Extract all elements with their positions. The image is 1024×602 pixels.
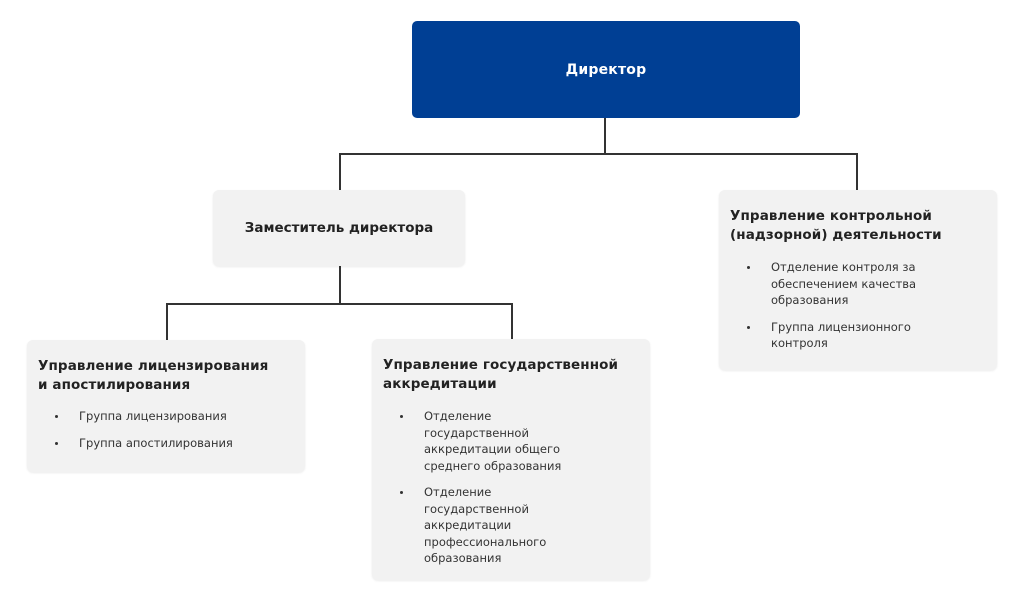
licensing-dept-title: Управление лицензирования и апостилирова… [38, 358, 269, 393]
list-item: Группа лицензионного контроля [730, 319, 959, 352]
control-dept-items: Отделение контроля за обеспечением качес… [730, 259, 987, 352]
list-item: Отделение контроля за обеспечением качес… [730, 259, 959, 309]
bullet-icon [400, 491, 403, 494]
list-item: Группа апостилирования [38, 435, 295, 452]
bullet-icon [747, 266, 750, 269]
control-dept-node: Управление контрольной (надзорной) деяте… [719, 190, 997, 370]
director-node: Директор [412, 21, 800, 118]
list-item: Группа лицензирования [38, 408, 295, 425]
bullet-icon [55, 441, 58, 445]
bullet-icon [747, 325, 750, 329]
accreditation-dept-title: Управление государственной аккредитации [383, 357, 619, 392]
list-item: Отделение государственной аккредитации п… [383, 484, 580, 567]
licensing-dept-node: Управление лицензирования и апостилирова… [27, 340, 305, 472]
director-title: Директор [565, 61, 647, 78]
deputy-title: Заместитель директора [244, 220, 434, 236]
licensing-dept-items: Группа лицензирования Группа апостилиров… [38, 408, 295, 451]
accreditation-dept-items: Отделение государственной аккредитации о… [383, 408, 640, 567]
deputy-node: Заместитель директора [213, 190, 465, 266]
control-dept-title: Управление контрольной (надзорной) деяте… [730, 208, 942, 243]
bullet-icon [400, 415, 403, 418]
bullet-icon [55, 415, 58, 418]
list-item: Отделение государственной аккредитации о… [383, 408, 580, 474]
accreditation-dept-node: Управление государственной аккредитации … [372, 339, 650, 580]
